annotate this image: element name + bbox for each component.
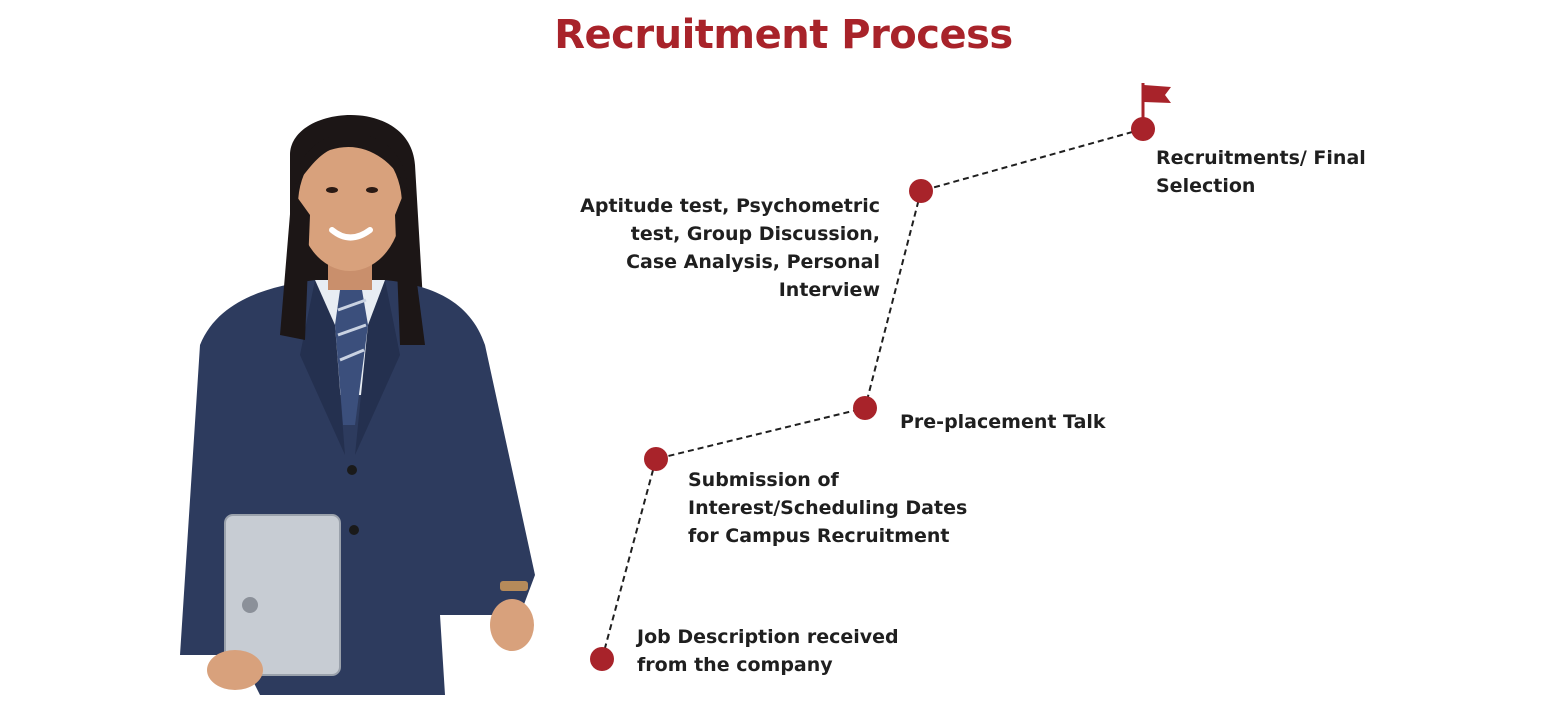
step-label-job-description: Job Description received from the compan…	[637, 626, 899, 676]
step-label-submission: Submission of Interest/Scheduling Dates …	[688, 469, 968, 547]
page-title: Recruitment Process	[554, 12, 1013, 58]
step-dot	[590, 647, 614, 671]
student-photo	[180, 115, 535, 695]
step-label-final-selection: Recruitments/ Final Selection	[1156, 147, 1366, 197]
step-dot	[1131, 117, 1155, 141]
step-label-tests: Aptitude test, Psychometric test, Group …	[580, 195, 880, 301]
step-dot	[644, 447, 668, 471]
flag-icon	[1141, 83, 1171, 118]
step-label-pre-placement: Pre-placement Talk	[900, 411, 1106, 433]
step-dot	[909, 179, 933, 203]
step-dot	[853, 396, 877, 420]
